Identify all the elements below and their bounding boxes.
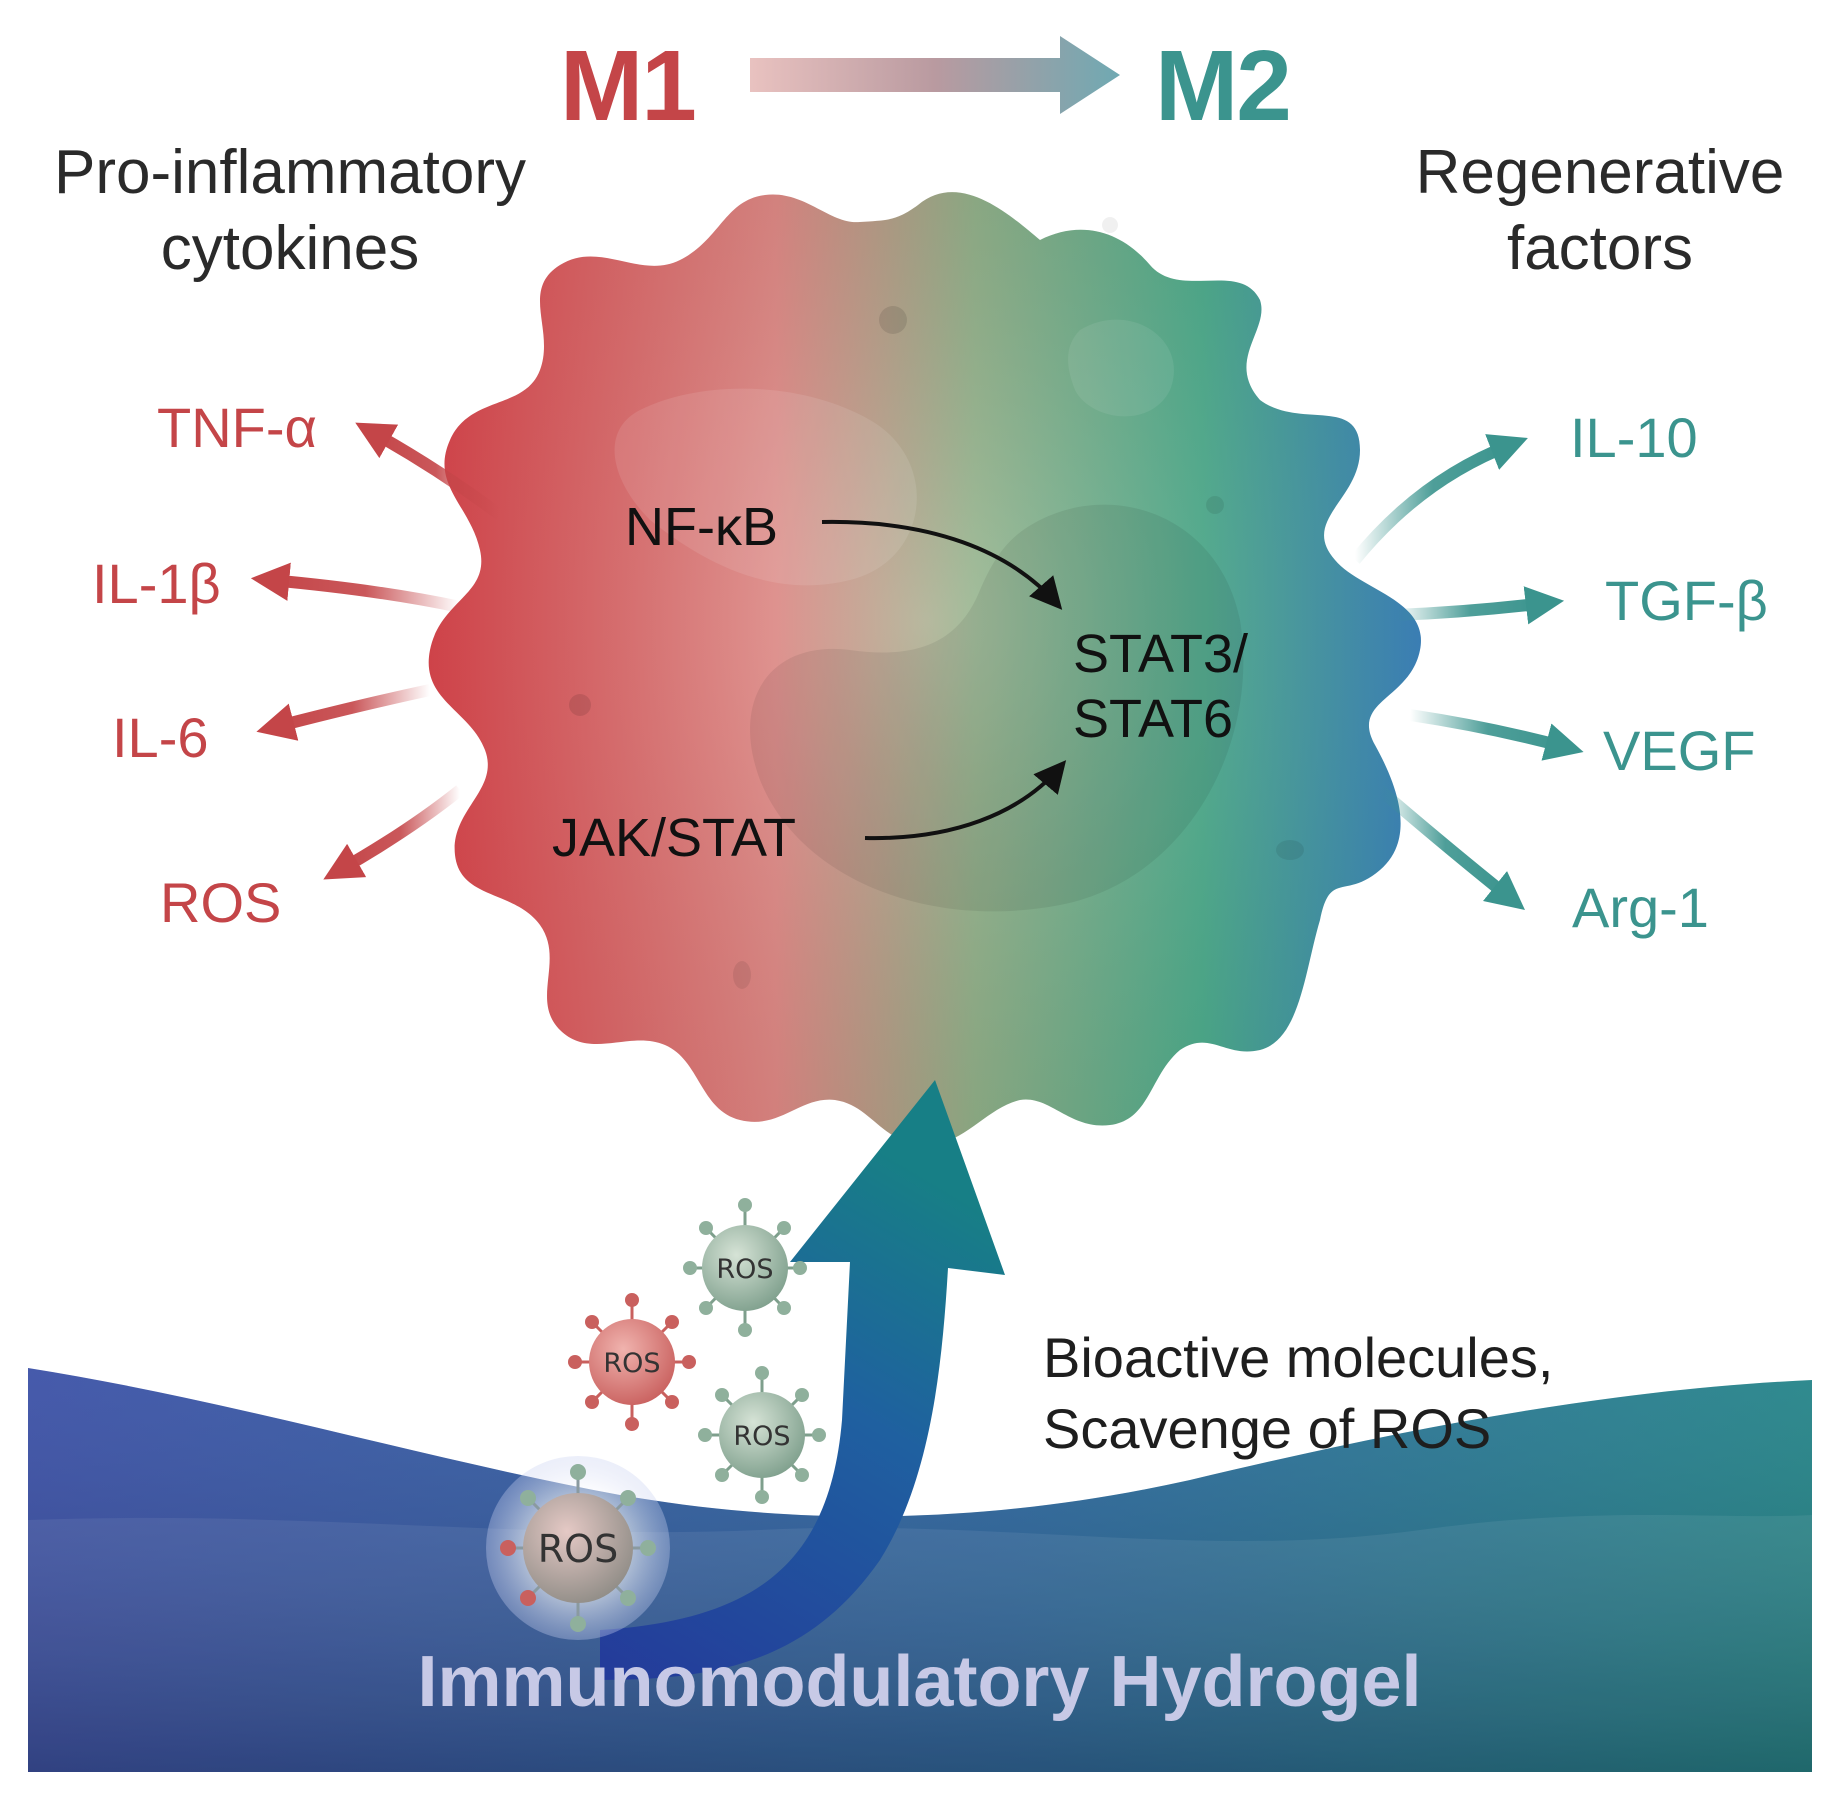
nucleus <box>750 504 1244 912</box>
mechanism-line: Bioactive molecules, <box>1043 1326 1554 1389</box>
ros-label: ROS <box>716 1254 773 1285</box>
cytokine-tnf-alpha: TNF-α <box>157 396 317 459</box>
nfkb-to-stat-arrow <box>821 519 1063 610</box>
regenerative-heading: Regenerative factors <box>1390 135 1810 286</box>
macrophage-cell <box>428 192 1421 1146</box>
heading-line: Regenerative <box>1415 138 1785 207</box>
ros-particle-red: ROS <box>568 1293 696 1431</box>
hydrogel-to-cell-arrow <box>600 1080 1005 1680</box>
m1-label: M1 <box>560 30 697 142</box>
m2-label: M2 <box>1155 30 1292 142</box>
ros-particle-green-top: ROS <box>683 1198 807 1337</box>
heading-line: Pro-inflammatory <box>54 138 526 207</box>
ros-particle-green-mid: ROS <box>698 1366 826 1504</box>
pro-inflammatory-heading: Pro-inflammatory cytokines <box>30 135 550 286</box>
mechanism-line: Scavenge of ROS <box>1043 1397 1492 1461</box>
pathway-line: STAT6 <box>1073 688 1234 749</box>
pathway-line: STAT3/ <box>1073 624 1249 684</box>
jakstat-to-stat-arrow <box>864 760 1067 841</box>
ros-label: ROS <box>733 1421 790 1452</box>
cytokine-ros: ROS <box>160 871 282 934</box>
factor-il-10: IL-10 <box>1570 406 1698 469</box>
cytokine-il-6: IL-6 <box>112 706 209 769</box>
ros-particle-captured: ROS <box>486 1456 670 1640</box>
hydrogel-base <box>28 1368 1812 1772</box>
pathway-nfkb: NF-κB <box>625 497 778 557</box>
factor-vegf: VEGF <box>1603 719 1756 782</box>
mechanism-caption: Bioactive molecules, Scavenge of ROS <box>1043 1322 1553 1464</box>
cytokine-arrows-right <box>1350 434 1584 910</box>
heading-line: cytokines <box>160 213 420 283</box>
factor-arg-1: Arg-1 <box>1572 876 1709 939</box>
heading-line: factors <box>1506 213 1694 283</box>
pathway-stat3-stat6: STAT3/ STAT6 <box>1073 622 1248 752</box>
hydrogel-label: Immunomodulatory Hydrogel <box>417 1642 1422 1722</box>
factor-tgf-beta: TGF-β <box>1605 569 1768 632</box>
m1-to-m2-arrow <box>750 36 1120 114</box>
ros-label: ROS <box>538 1527 618 1571</box>
cytokine-il-1beta: IL-1β <box>92 552 221 615</box>
ros-label: ROS <box>603 1348 660 1379</box>
cytokine-arrows-left <box>250 422 504 880</box>
pathway-jak-stat: JAK/STAT <box>552 808 797 868</box>
